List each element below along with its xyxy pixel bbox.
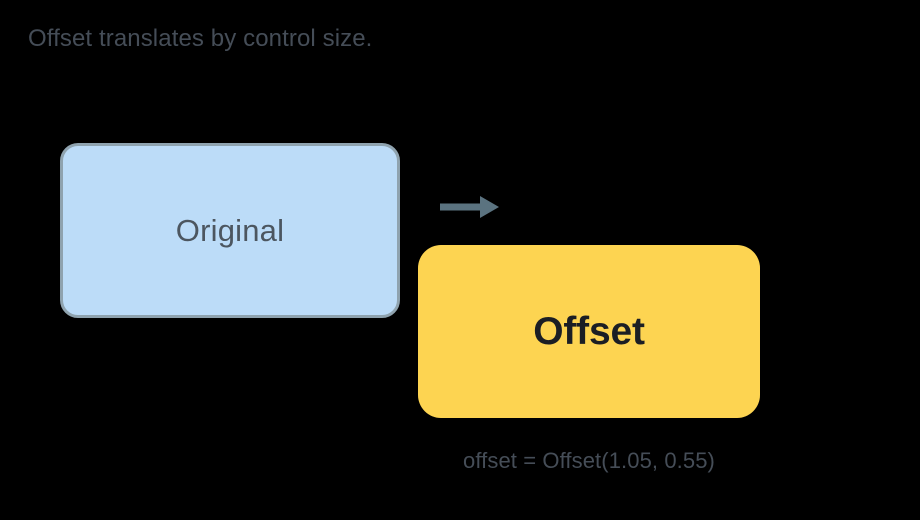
original-control-box: Original [60, 143, 400, 318]
arrow-right-icon [440, 196, 499, 218]
offset-formula-caption: offset = Offset(1.05, 0.55) [463, 448, 715, 473]
original-control-label: Original [175, 212, 285, 248]
page-title: Offset translates by control size. [28, 25, 373, 52]
offset-control-box: Offset [418, 245, 760, 418]
offset-control-label: Offset [533, 309, 645, 353]
